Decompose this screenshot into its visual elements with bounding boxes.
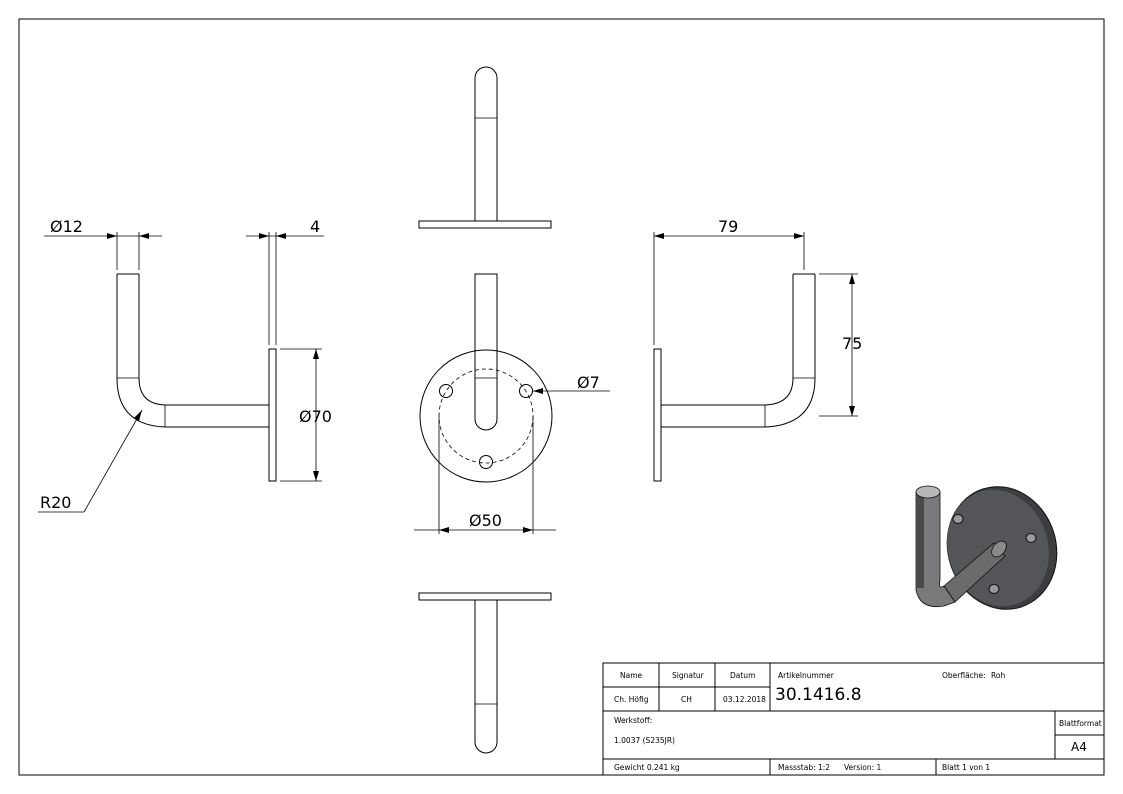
datum-header: Datum <box>730 671 755 680</box>
dim-d12: Ø12 <box>50 217 83 236</box>
werkstoff-value: 1.0037 (S235JR) <box>614 736 675 745</box>
name-header: Name <box>620 671 643 680</box>
bottom-view <box>418 592 552 754</box>
name-value: Ch. Höfig <box>614 695 649 704</box>
dim-d50: Ø50 <box>469 511 502 530</box>
right-side-view: 79 75 <box>653 217 862 482</box>
oberflaeche-label: Oberfläche: <box>942 671 986 680</box>
left-side-view: Ø12 4 Ø70 R20 <box>38 217 332 513</box>
blatt: Blatt 1 von 1 <box>942 763 990 772</box>
version: Version: 1 <box>844 763 881 772</box>
top-view <box>418 66 552 229</box>
blattformat-value: A4 <box>1071 740 1087 754</box>
gewicht: Gewicht 0.241 kg <box>614 763 680 772</box>
title-block: Name Signatur Datum Ch. Höfig CH 03.12.2… <box>602 662 1105 776</box>
dim-d7: Ø7 <box>577 373 600 392</box>
signatur-value: CH <box>681 695 692 704</box>
massstab: Massstab: 1:2 <box>778 763 830 772</box>
dim-t4: 4 <box>310 217 320 236</box>
dim-w79: 79 <box>718 217 738 236</box>
isometric-view <box>915 485 1058 610</box>
artikelnummer-value: 30.1416.8 <box>775 685 862 705</box>
signatur-header: Signatur <box>672 671 705 680</box>
dim-r20: R20 <box>40 493 71 512</box>
datum-value: 03.12.2018 <box>723 695 766 704</box>
blattformat-label: Blattformat <box>1059 719 1102 728</box>
werkstoff-label: Werkstoff: <box>614 716 652 725</box>
dim-h75: 75 <box>842 334 862 353</box>
artikelnummer-label: Artikelnummer <box>778 671 835 680</box>
oberflaeche-value: Roh <box>991 671 1005 680</box>
dim-d70: Ø70 <box>299 407 332 426</box>
drawing-frame <box>18 18 1105 776</box>
front-view: Ø50 Ø7 <box>414 273 610 534</box>
